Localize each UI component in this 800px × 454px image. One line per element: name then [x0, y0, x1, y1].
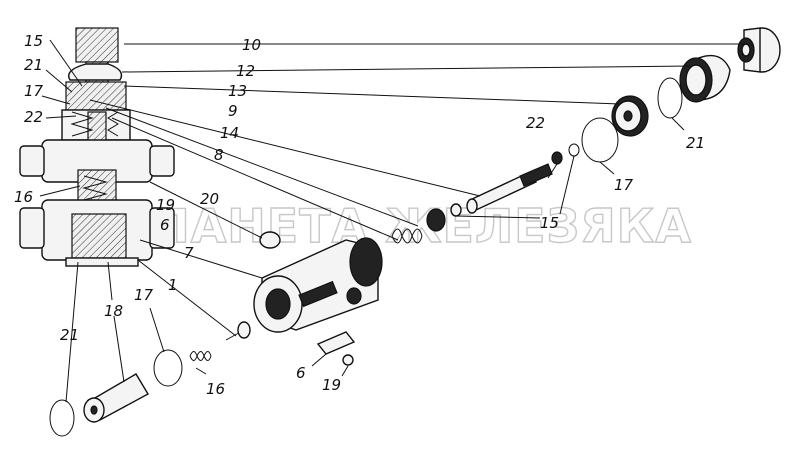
callout-label: 16: [206, 380, 225, 398]
callout-label: 19: [156, 196, 175, 214]
part-spring-large: [391, 228, 423, 244]
callout-label: 18: [104, 302, 123, 320]
callout-label: 9: [228, 102, 238, 120]
callout-label: 10: [242, 36, 261, 54]
part-housing: [253, 237, 383, 333]
callout-label: 6: [160, 216, 170, 234]
watermark-text: ПЛАНЕТА ЖЕЛЕЗЯКА: [112, 199, 692, 253]
part-small-o-ring: [568, 143, 580, 157]
part-retaining-ring-bottom: [49, 399, 75, 437]
part-small-ring: [551, 151, 563, 165]
callout-label: 17: [24, 82, 44, 100]
callout-label: 13: [228, 82, 247, 100]
callout-label: 12: [236, 62, 255, 80]
callout-label: 8: [214, 146, 224, 164]
part-sleeve: [83, 373, 149, 423]
callout-label: 15: [540, 214, 559, 232]
callout-labels: 15 21 17 22 16 10 12 13 9 14 8 20 19 6 7…: [14, 32, 705, 398]
callout-label: 16: [14, 188, 33, 206]
part-spring-small: [189, 351, 212, 361]
part-spacer: [450, 203, 462, 217]
callout-label: 6: [296, 364, 306, 382]
callout-label: 19: [322, 376, 341, 394]
callout-label: 21: [24, 56, 43, 74]
callout-label: 1: [168, 276, 178, 294]
part-retaining-ring-top: [657, 77, 683, 119]
part-cover-plate: [316, 331, 356, 355]
callout-label: 21: [60, 326, 79, 344]
part-seal: [426, 208, 446, 232]
leader-lines: [39, 39, 744, 403]
part-plug: [259, 231, 281, 249]
part-boot: [679, 54, 731, 103]
part-cap: [737, 27, 781, 73]
callout-label: 21: [686, 134, 705, 152]
callout-label: 22: [526, 114, 545, 132]
callout-label: 15: [24, 32, 43, 50]
valve-section-view: [19, 27, 175, 267]
callout-label: 7: [184, 244, 194, 262]
part-o-ring-bottom: [153, 349, 183, 387]
callout-label: 20: [200, 190, 219, 208]
callout-label: 17: [134, 286, 154, 304]
callout-label: 14: [220, 124, 239, 142]
part-o-ring-right: [581, 117, 619, 163]
part-stem: [466, 163, 553, 214]
callout-label: 17: [614, 176, 634, 194]
part-screw: [342, 354, 354, 366]
callout-label: 22: [24, 108, 43, 126]
part-washer: [611, 95, 649, 137]
